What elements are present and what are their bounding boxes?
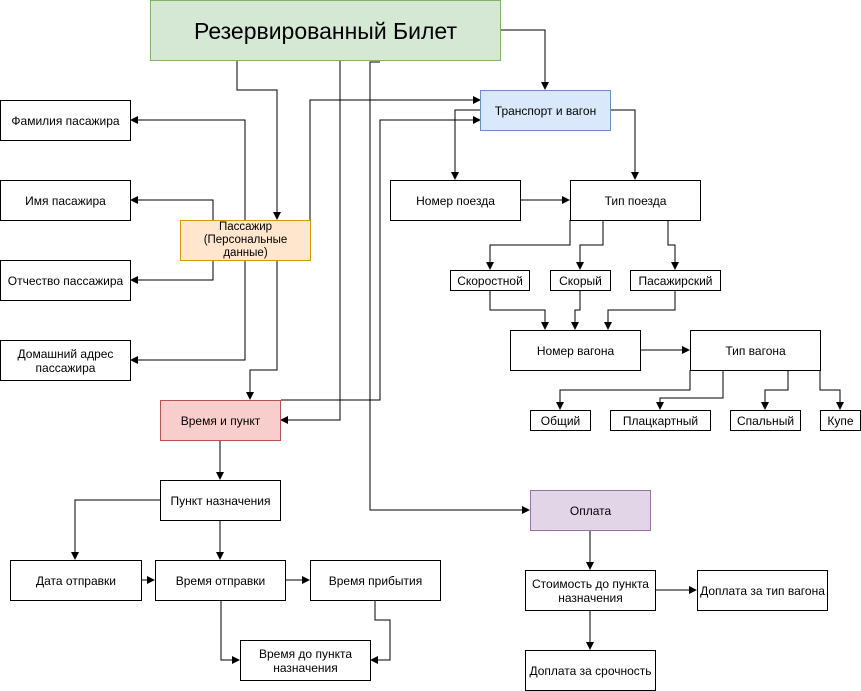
edge-passenger-name <box>130 196 214 220</box>
node-transport-car: Транспорт и вагон <box>480 90 611 131</box>
edge-title-payment <box>369 61 530 514</box>
edge-traintype-fast <box>576 220 604 270</box>
node-payment-label: Оплата <box>569 503 612 518</box>
node-coupe: Купе <box>820 410 861 431</box>
node-sleeping-label: Спальный <box>736 413 795 428</box>
node-urgency-surcharge: Доплата за срочность <box>525 650 656 691</box>
node-train-number: Номер поезда <box>390 180 521 221</box>
node-destination: Пункт назначения <box>160 480 281 521</box>
node-train-type: Тип поезда <box>570 180 701 221</box>
node-urgency-surcharge-label: Доплата за срочность <box>529 663 652 678</box>
edge-fast-carnumber <box>571 290 581 330</box>
node-payment: Оплата <box>530 490 651 531</box>
node-train-number-label: Номер поезда <box>416 193 495 208</box>
node-car-type-label: Тип вагона <box>725 343 786 358</box>
edge-title-timeplace <box>280 60 341 424</box>
node-reserved-ticket: Резервированный Билет <box>150 0 501 61</box>
edge-passenger-timeplace <box>246 260 278 400</box>
node-general: Общий <box>530 410 591 431</box>
node-car-number-label: Номер вагона <box>536 343 615 358</box>
node-express-label: Скоростной <box>457 273 523 288</box>
node-car-type: Тип вагона <box>690 330 821 371</box>
edge-title-transport <box>500 29 549 90</box>
node-time-place-label: Время и пункт <box>180 413 261 428</box>
node-fast-label: Скорый <box>559 273 602 288</box>
node-cost: Стоимость до пункта назначения <box>525 570 656 611</box>
node-arrival-time-label: Время прибытия <box>328 573 423 588</box>
edge-passenger-transport <box>309 96 481 220</box>
node-address-label: Домашний адрес пассажира <box>17 346 114 375</box>
node-train-type-label: Тип поезда <box>604 193 667 208</box>
edge-traintype-express <box>486 220 571 270</box>
node-platzkart: Плацкартный <box>610 410 711 431</box>
node-reserved-ticket-label: Резервированный Билет <box>194 17 457 44</box>
node-time-to-destination: Время до пункта назначения <box>240 640 371 681</box>
edge-timeplace-transport <box>281 116 481 401</box>
edge-cartype-general <box>556 370 691 410</box>
edge-destination-depdate <box>71 499 160 560</box>
node-passenger-train: Пасажирский <box>630 270 721 291</box>
node-passenger-train-label: Пасажирский <box>638 273 713 288</box>
node-passenger: Пассажир (Персональные данные) <box>180 220 311 261</box>
edge-express-carnumber <box>489 290 549 330</box>
node-express: Скоростной <box>450 270 530 291</box>
node-car-number: Номер вагона <box>510 330 641 371</box>
node-destination-label: Пункт назначения <box>170 493 271 508</box>
node-time-place: Время и пункт <box>160 400 281 441</box>
node-address: Домашний адрес пассажира <box>0 340 131 381</box>
node-sleeping: Спальный <box>730 410 801 431</box>
edge-cartype-sleeping <box>761 370 789 410</box>
node-transport-car-label: Транспорт и вагон <box>494 103 597 118</box>
edge-transport-trainnumber <box>451 109 480 180</box>
edge-title-passenger <box>236 60 281 220</box>
node-car-surcharge: Доплата за тип вагона <box>697 570 828 611</box>
edge-arrival-timetodest <box>370 600 391 664</box>
edge-passengertrain-carnumber <box>604 290 676 330</box>
node-fast: Скорый <box>550 270 611 291</box>
node-patronymic-label: Отчество пассажира <box>7 273 124 288</box>
edge-passenger-patronymic <box>130 260 214 284</box>
edge-passenger-surname <box>130 116 246 220</box>
edge-deptime-timetodest <box>220 600 240 664</box>
node-car-surcharge-label: Доплата за тип вагона <box>700 583 825 598</box>
edge-cartype-platzkart <box>656 370 724 410</box>
node-general-label: Общий <box>540 413 581 428</box>
edge-passenger-address <box>130 260 246 364</box>
node-coupe-label: Купе <box>827 413 854 428</box>
node-surname: Фамилия пасажира <box>0 100 131 141</box>
edge-traintype-passengertrain <box>667 220 679 270</box>
edge-transport-traintype <box>610 109 639 180</box>
node-arrival-time: Время прибытия <box>310 560 441 601</box>
edge-cartype-coupe <box>819 370 844 410</box>
node-patronymic: Отчество пассажира <box>0 260 131 301</box>
node-platzkart-label: Плацкартный <box>622 413 699 428</box>
node-departure-time: Время отправки <box>155 560 286 601</box>
node-surname-label: Фамилия пасажира <box>11 113 120 128</box>
node-passenger-label: Пассажир (Персональные данные) <box>203 221 288 259</box>
node-departure-time-label: Время отправки <box>175 573 266 588</box>
node-time-to-destination-label: Время до пункта назначения <box>259 646 352 675</box>
node-name: Имя пасажира <box>0 180 131 221</box>
node-departure-date-label: Дата отправки <box>36 573 116 588</box>
node-cost-label: Стоимость до пункта назначения <box>532 576 649 605</box>
node-departure-date: Дата отправки <box>10 560 142 601</box>
node-name-label: Имя пасажира <box>25 193 106 208</box>
